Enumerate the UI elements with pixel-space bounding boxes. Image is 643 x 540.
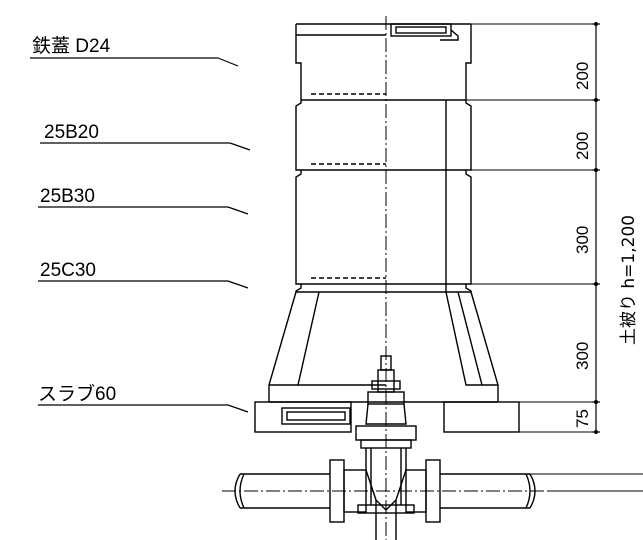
dimension-dots [594, 22, 598, 434]
base-25C30 [268, 277, 499, 402]
dim-200-second: 200 [573, 132, 592, 160]
label-base-25C30: 25C30 [40, 260, 96, 281]
dimension-line [592, 23, 600, 433]
label-ring-25B30: 25B30 [40, 186, 95, 207]
iron-lid-frame [295, 23, 472, 100]
slab-60 [254, 401, 520, 433]
dim-75: 75 [573, 409, 592, 428]
label-slab-60: スラブ60 [38, 382, 116, 405]
dim-300-third: 300 [573, 226, 592, 254]
dim-200-top: 200 [573, 62, 592, 90]
dim-300-fourth: 300 [573, 342, 592, 370]
ring-25B30 [295, 163, 472, 285]
ring-25B20 [295, 93, 472, 171]
leader-lines [30, 57, 251, 413]
label-iron-lid: 鉄蓋 D24 [32, 35, 111, 57]
gate-valve [355, 355, 417, 540]
extension-lines [466, 23, 600, 433]
dim-total-cover-depth: 土被り h=1,200 [619, 215, 639, 345]
water-pipe [222, 459, 643, 523]
label-ring-25B20: 25B20 [44, 122, 99, 143]
